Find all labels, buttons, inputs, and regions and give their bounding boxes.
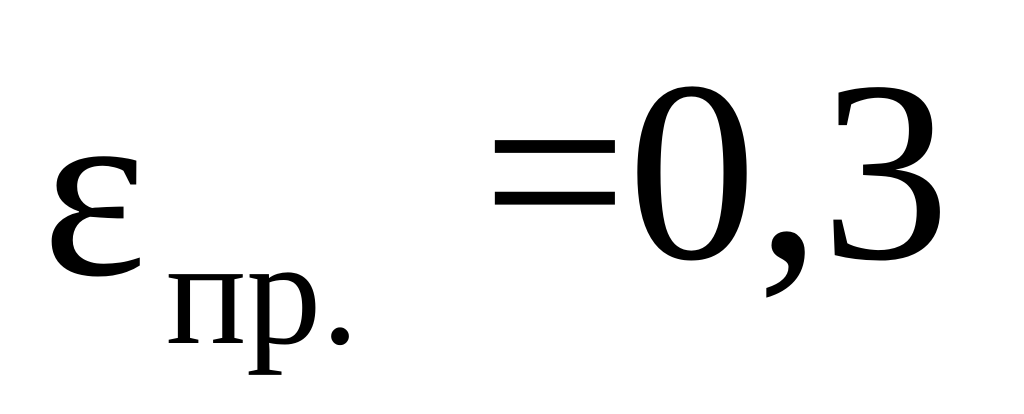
epsilon-symbol: ε	[42, 52, 147, 329]
subscript-label: пр.	[166, 210, 359, 376]
formula-value: =0,3	[482, 28, 951, 314]
